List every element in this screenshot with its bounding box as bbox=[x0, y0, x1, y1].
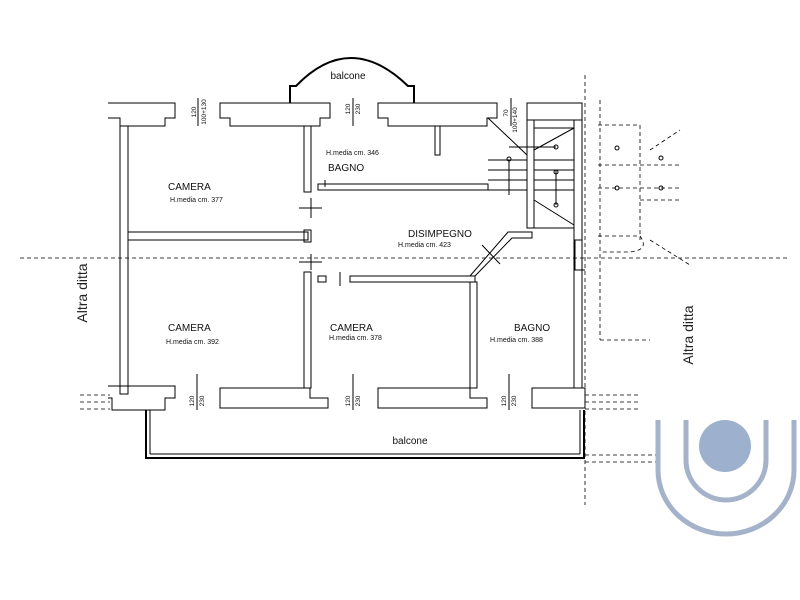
room-bagno-top-height: H.media cm. 346 bbox=[326, 150, 379, 157]
window-2-height: 230 bbox=[355, 103, 362, 114]
logo-watermark bbox=[655, 420, 797, 537]
room-bagno-br-name: BAGNO bbox=[514, 323, 550, 334]
neighbor-right-label: Altra ditta bbox=[680, 305, 696, 364]
room-disimpegno-height: H.media cm. 423 bbox=[398, 242, 451, 249]
window-5-width: 120 bbox=[345, 395, 352, 406]
room-bagno-br-height: H.media cm. 388 bbox=[490, 337, 543, 344]
window-4-width: 120 bbox=[189, 395, 196, 406]
window-2-width: 120 bbox=[345, 103, 352, 114]
balcone-top-label: balcone bbox=[330, 71, 365, 82]
window-6-width: 120 bbox=[501, 395, 508, 406]
outer-walls bbox=[108, 102, 586, 459]
door-marks bbox=[299, 180, 501, 286]
neighbor-structure bbox=[598, 124, 691, 266]
window-dimensions: 120 100+130 120 230 70 100+140 120 230 1… bbox=[189, 98, 519, 410]
room-camera-top-name: CAMERA bbox=[168, 182, 211, 193]
room-camera-bm-name: CAMERA bbox=[330, 323, 373, 334]
room-camera-top-height: H.media cm. 377 bbox=[170, 197, 223, 204]
window-1-width: 120 bbox=[191, 106, 198, 117]
interior-walls bbox=[127, 117, 585, 389]
room-camera-bl-name: CAMERA bbox=[168, 323, 211, 334]
window-1-height: 100+130 bbox=[201, 99, 208, 125]
window-6-height: 230 bbox=[511, 395, 518, 406]
window-5-height: 230 bbox=[355, 395, 362, 406]
top-balcony bbox=[289, 57, 415, 103]
window-3-height: 100+140 bbox=[512, 107, 519, 133]
neighbor-left-label: Altra ditta bbox=[74, 263, 90, 322]
room-bagno-top-name: BAGNO bbox=[328, 163, 364, 174]
room-camera-bl-height: H.media cm. 392 bbox=[166, 339, 219, 346]
room-camera-bm-height: H.media cm. 378 bbox=[329, 335, 382, 342]
window-3-width: 70 bbox=[503, 109, 510, 117]
window-4-height: 230 bbox=[199, 395, 206, 406]
room-disimpegno-name: DISIMPEGNO bbox=[408, 229, 472, 240]
balcone-bottom-label: balcone bbox=[392, 436, 427, 447]
